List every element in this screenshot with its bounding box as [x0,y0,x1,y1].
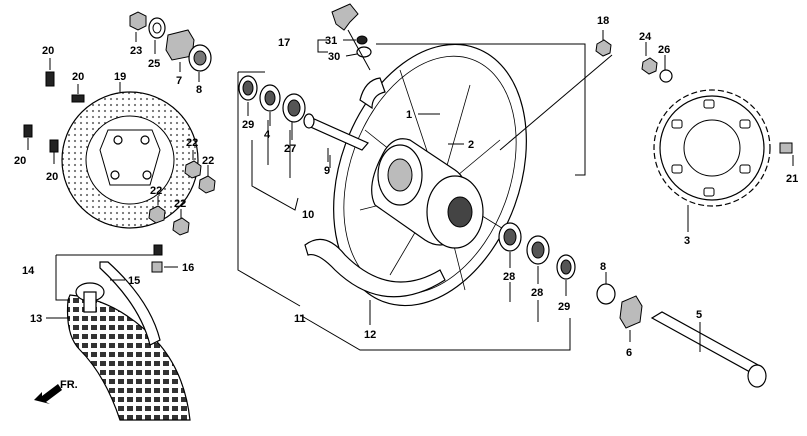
callout-labels: 23 25 7 8 20 20 19 20 20 22 22 22 22 14 … [14,15,798,359]
label-25: 25 [148,58,160,70]
label-29-left: 29 [242,119,254,131]
label-26: 26 [658,44,670,56]
label-2: 2 [468,139,474,151]
label-23: 23 [130,45,142,57]
brake-disc [61,91,199,229]
label-24: 24 [639,31,652,43]
label-29-right: 29 [558,301,570,313]
label-22-b: 22 [202,155,214,167]
label-18: 18 [597,15,609,27]
front-direction-arrow: FR. [34,379,78,404]
label-20-c: 20 [14,155,26,167]
label-22-a: 22 [186,137,198,149]
label-22-c: 22 [150,185,162,197]
left-bearings [238,75,306,123]
disc-nuts [148,160,216,236]
tire-and-tube [66,244,191,421]
label-31: 31 [325,35,337,47]
label-12: 12 [364,329,376,341]
label-3: 3 [684,235,690,247]
label-15: 15 [128,275,140,287]
label-9: 9 [324,165,330,177]
axle-adjuster-parts-left [129,11,212,72]
label-6: 6 [626,347,632,359]
label-14: 14 [22,265,35,277]
label-16: 16 [182,262,194,274]
label-11: 11 [294,313,306,325]
label-8-bottom: 8 [600,261,606,273]
label-10: 10 [302,209,314,221]
label-17: 17 [278,37,290,49]
label-1: 1 [406,109,412,121]
rear-axle [596,283,767,388]
label-5: 5 [696,309,702,321]
hub-spacer [303,113,369,151]
label-20-a: 20 [42,45,54,57]
label-4: 4 [264,129,271,141]
front-marker-label: FR. [60,379,78,391]
label-27: 27 [284,143,296,155]
label-20-d: 20 [46,171,58,183]
driven-sprocket [641,57,793,207]
label-28-a: 28 [503,271,515,283]
sprocket-nut-18 [595,39,612,57]
rim-lock-parts [331,3,372,58]
label-30: 30 [328,51,340,63]
leader-lines [27,29,794,352]
label-21: 21 [786,173,798,185]
label-8-top: 8 [196,84,202,96]
label-22-d: 22 [174,198,186,210]
label-13: 13 [30,313,42,325]
right-bearings [498,222,576,280]
label-19: 19 [114,71,126,83]
label-7: 7 [176,75,182,87]
label-28-b: 28 [531,287,543,299]
wheel-assembly [304,43,527,307]
label-20-b: 20 [72,71,84,83]
